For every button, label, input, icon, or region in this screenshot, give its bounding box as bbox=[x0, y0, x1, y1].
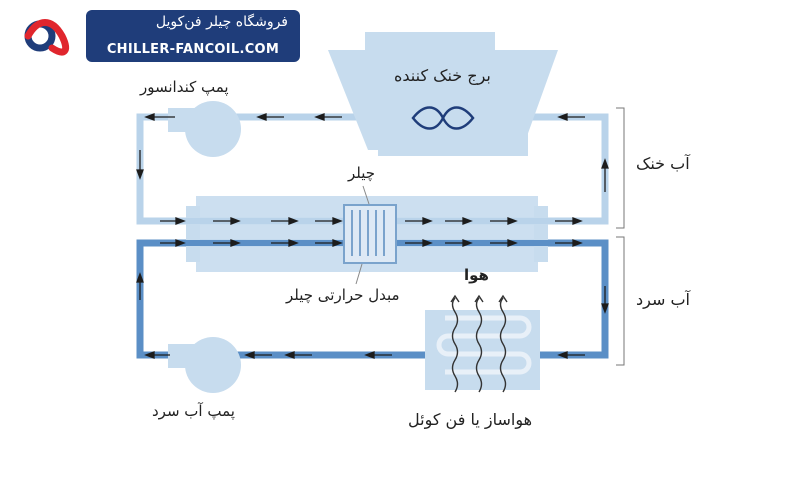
chilled-water-pump bbox=[168, 337, 241, 393]
cooling-tower-fan-icon bbox=[411, 106, 475, 130]
heat-exchanger-label: مبدل حرارتی چیلر bbox=[286, 286, 400, 304]
chiller-label: چیلر bbox=[348, 164, 376, 182]
air-handler-unit bbox=[425, 310, 540, 390]
air-handler-label: هواساز یا فن کوئل bbox=[408, 410, 533, 429]
chilled-water-pump-label: پمپ آب سرد bbox=[152, 402, 235, 420]
flow-arrows bbox=[136, 113, 609, 359]
brand-domain: CHILLER-FANCOIL.COM bbox=[106, 42, 280, 57]
cool-water-label: آب خنک bbox=[636, 154, 690, 173]
chiller-leader-line bbox=[362, 185, 370, 205]
condenser-pump bbox=[168, 101, 241, 157]
cold-water-label: آب سرد bbox=[636, 290, 690, 309]
brand-name: فروشگاه چیلر فن‌کویل bbox=[155, 14, 288, 30]
cooling-tower bbox=[328, 32, 558, 156]
air-label: هوا bbox=[464, 266, 489, 284]
heat-exchanger bbox=[343, 204, 397, 264]
heat-exchanger-leader-line bbox=[355, 263, 363, 285]
brand-logo-icon bbox=[24, 19, 70, 56]
cooling-tower-label: برج خنک کننده bbox=[394, 66, 491, 85]
airflow-arrows bbox=[450, 294, 508, 393]
condenser-pump-label: پمپ کندانسور bbox=[140, 78, 229, 96]
brand-banner[interactable]: فروشگاه چیلر فن‌کویل CHILLER-FANCOIL.COM bbox=[86, 10, 300, 62]
loop-brackets bbox=[616, 107, 625, 366]
